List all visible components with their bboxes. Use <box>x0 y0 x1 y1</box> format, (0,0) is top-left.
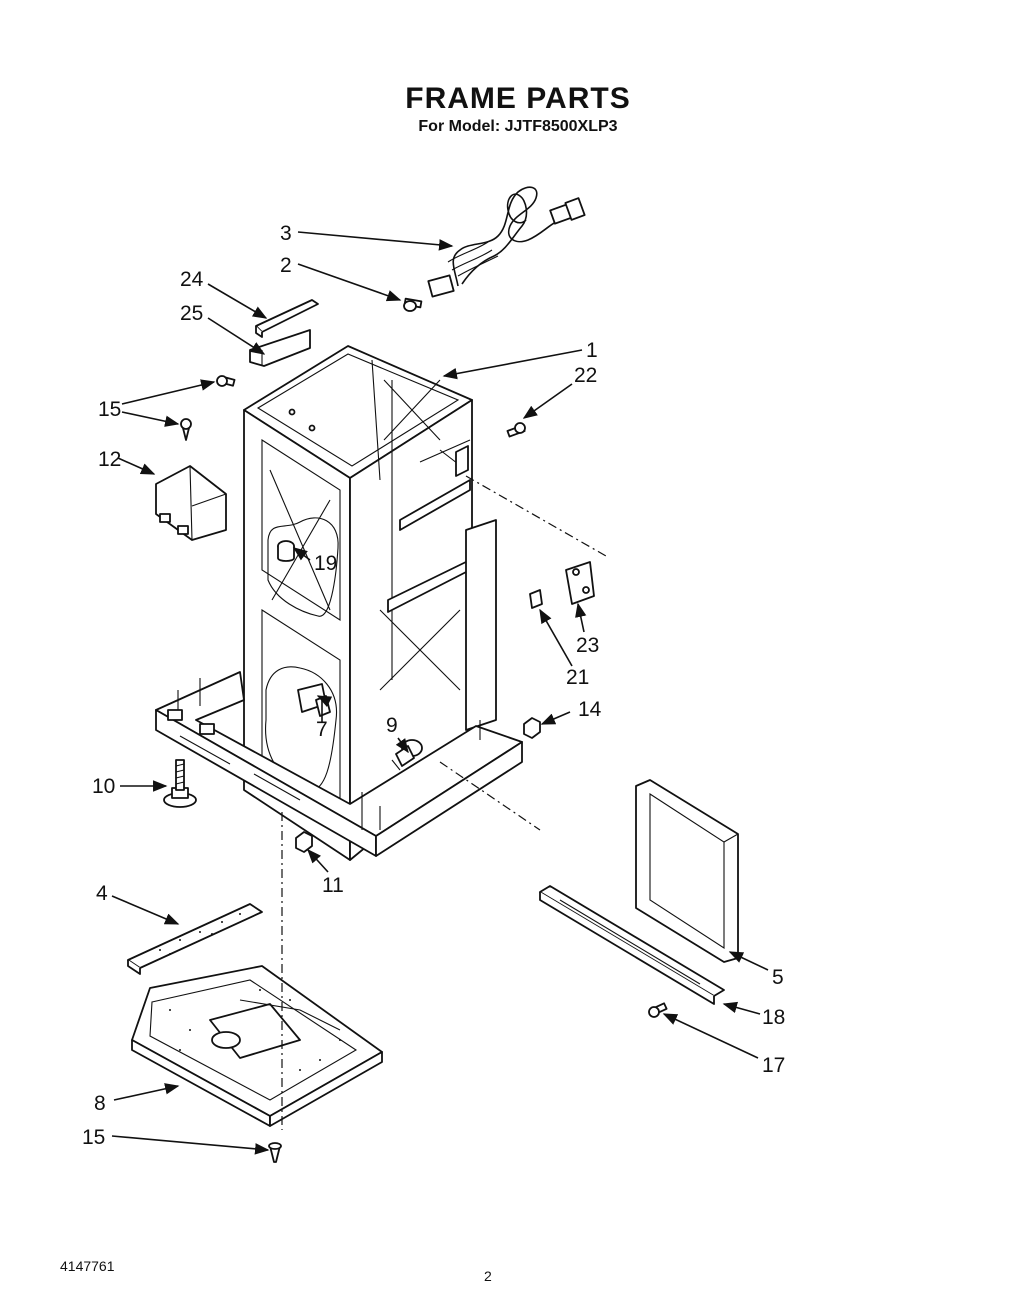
bottom-plate-part <box>131 965 383 1127</box>
page-number: 2 <box>484 1268 492 1284</box>
callout-1: 1 <box>586 339 598 362</box>
callout-labels: 3 2 24 25 1 22 15 12 19 23 21 14 7 9 10 … <box>82 222 785 1149</box>
leveling-foot-part <box>163 759 197 808</box>
callout-17: 17 <box>762 1054 785 1077</box>
thermal-fuse-part <box>277 540 295 562</box>
callout-22: 22 <box>574 364 597 387</box>
callout-12: 12 <box>98 448 121 471</box>
assembly-line-panel <box>439 761 541 831</box>
callout-4: 4 <box>96 882 108 905</box>
callout-8: 8 <box>94 1092 106 1115</box>
callout-5: 5 <box>772 966 784 989</box>
callout-19: 19 <box>314 552 337 575</box>
thermostat-bracket-part <box>529 589 543 609</box>
assembly-line-thermostat <box>465 475 607 557</box>
power-cord-part <box>427 186 586 298</box>
nut-part-14 <box>523 717 541 739</box>
callout-9: 9 <box>386 714 398 737</box>
screw-part-15-lower <box>268 1142 282 1163</box>
screw-part-17 <box>648 1002 668 1018</box>
gasket-strip-part <box>127 903 263 975</box>
callout-15-upper: 15 <box>98 398 121 421</box>
callout-23: 23 <box>576 634 599 657</box>
callout-10: 10 <box>92 775 115 798</box>
model-subtitle: For Model: JJTF8500XLP3 <box>418 118 618 135</box>
base-plate-part <box>155 671 523 857</box>
callout-2: 2 <box>280 254 292 277</box>
callout-7: 7 <box>316 718 328 741</box>
callout-25: 25 <box>180 302 203 325</box>
trim-strip-part <box>255 299 319 338</box>
callout-11: 11 <box>322 874 344 897</box>
callout-24: 24 <box>180 268 204 291</box>
callout-3: 3 <box>280 222 292 245</box>
document-number: 4147761 <box>60 1258 115 1274</box>
callout-21: 21 <box>566 666 589 689</box>
hinge-rail-part <box>539 885 725 1005</box>
callout-15-lower: 15 <box>82 1126 105 1149</box>
page-title: FRAME PARTS <box>405 82 631 115</box>
screw-part-2 <box>403 297 423 312</box>
side-panel-part <box>635 779 739 963</box>
callout-14: 14 <box>578 698 602 721</box>
screw-part-15-upper <box>180 375 236 441</box>
terminal-cover-part <box>155 465 227 541</box>
leader-lines <box>111 231 769 1155</box>
screw-part-22 <box>506 422 526 438</box>
callout-18: 18 <box>762 1006 785 1029</box>
thermostat-part <box>565 561 595 605</box>
main-frame-part <box>243 345 497 861</box>
nut-part-11 <box>295 831 313 853</box>
